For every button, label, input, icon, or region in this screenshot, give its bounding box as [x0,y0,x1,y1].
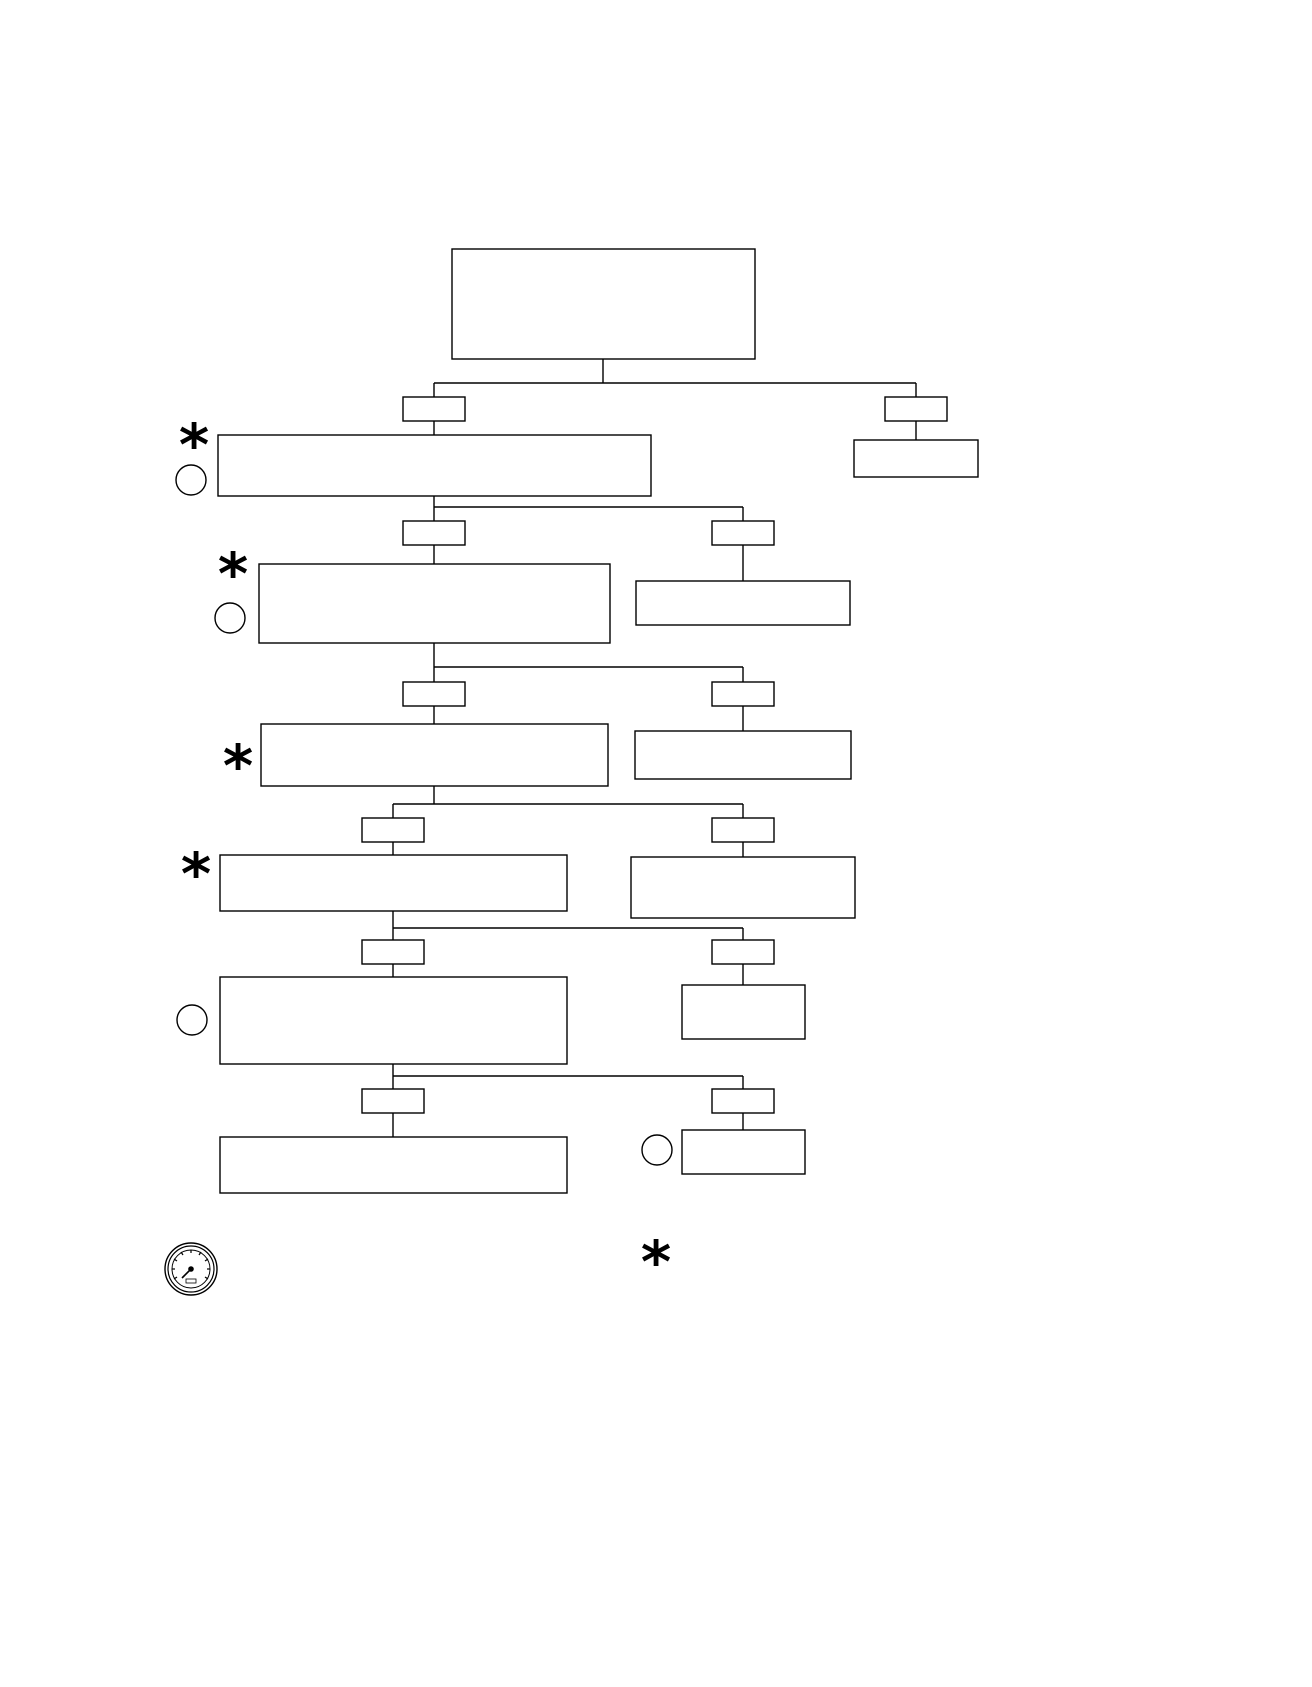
decision-label-yes-5 [361,939,425,965]
reference-circle [175,464,207,496]
final-box-right [681,1129,806,1175]
decision-label-no-6 [711,1088,775,1114]
reference-circle [176,1004,208,1036]
decision-label-yes-1 [402,396,466,422]
legend-asterisk: * [641,1228,671,1296]
step-box-1 [217,434,652,497]
asterisk-marker: * [181,840,211,908]
step-box-5 [219,976,568,1065]
reference-circle [214,602,246,634]
decision-label-yes-4 [361,817,425,843]
asterisk-marker: * [223,732,253,800]
result-box-4 [630,856,856,919]
result-box-1 [853,439,979,478]
step-box-4 [219,854,568,912]
decision-label-no-5 [711,939,775,965]
decision-label-yes-2 [402,520,466,546]
root-box [451,248,756,360]
decision-label-yes-6 [361,1088,425,1114]
reference-circle [641,1134,673,1166]
step-box-3 [260,723,609,787]
pressure-gauge-icon [164,1242,218,1296]
decision-label-no-2 [711,520,775,546]
decision-label-yes-3 [402,681,466,707]
final-box-left [219,1136,568,1194]
step-box-2 [258,563,611,644]
result-box-3 [634,730,852,780]
decision-label-no-4 [711,817,775,843]
result-box-2 [635,580,851,626]
result-box-5 [681,984,806,1040]
asterisk-marker: * [218,540,248,608]
decision-label-no-1 [884,396,948,422]
decision-label-no-3 [711,681,775,707]
